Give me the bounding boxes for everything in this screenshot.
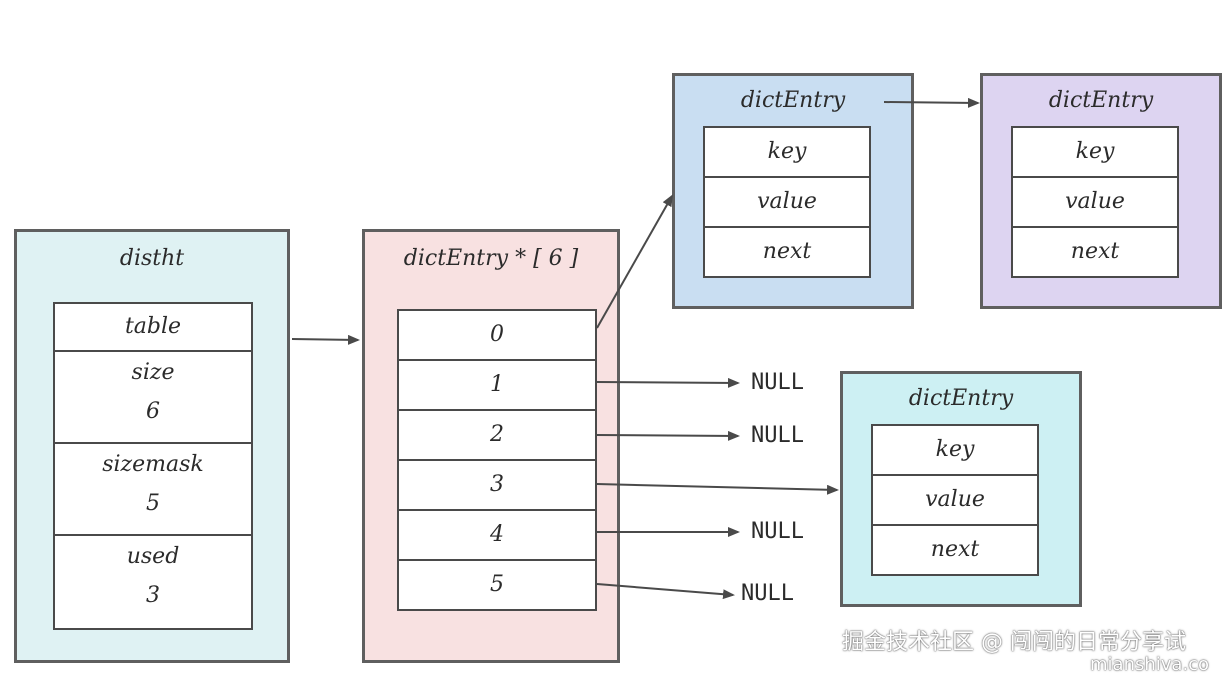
used-value: 3 (146, 583, 160, 608)
entry-b-key-field: key (1011, 126, 1179, 178)
arrow-slot2-to-null (596, 430, 740, 441)
dict-entry-a-title: dictEntry (740, 88, 846, 113)
dictht-box: distht table size 6 sizemask 5 used 3 (14, 229, 290, 663)
arrow-slot0-to-entry-a (596, 194, 673, 329)
table-label: table (124, 314, 182, 339)
dictht-size-field: size 6 (53, 350, 253, 444)
next-label: next (1070, 239, 1120, 264)
arrow-table-to-array (291, 334, 360, 345)
table-array-box: dictEntry * [ 6 ] 0 1 2 3 4 5 (362, 229, 620, 663)
slot-3: 3 (397, 459, 597, 511)
entry-c-next-field: next (871, 524, 1039, 576)
arrow-slot5-to-null (596, 583, 735, 600)
null-label-slot-2: NULL (751, 423, 804, 448)
watermark-line1: 掘金技术社区 @ 闯闯的日常分享试 (842, 630, 1186, 655)
dict-entry-b-title: dictEntry (1048, 88, 1154, 113)
entry-b-value-field: value (1011, 176, 1179, 228)
dict-entry-a-box: dictEntry key value next (672, 73, 914, 309)
size-value: 6 (146, 399, 160, 424)
entry-a-next-field: next (703, 226, 871, 278)
slot-label: 5 (490, 572, 504, 597)
arrow-slot3-to-entry-c (596, 483, 839, 495)
key-label: key (1075, 139, 1115, 164)
null-label-slot-5: NULL (741, 581, 794, 606)
entry-c-key-field: key (871, 424, 1039, 476)
arrow-entry-a-to-entry-b (883, 97, 980, 108)
slot-label: 4 (490, 522, 504, 547)
dict-entry-b-box: dictEntry key value next (980, 73, 1222, 309)
slot-label: 0 (490, 322, 504, 347)
arrow-slot1-to-null (596, 377, 740, 388)
entry-b-next-field: next (1011, 226, 1179, 278)
next-label: next (930, 537, 980, 562)
value-label: value (757, 189, 817, 214)
slot-1: 1 (397, 359, 597, 411)
null-label-slot-1: NULL (751, 370, 804, 395)
dict-entry-c-title: dictEntry (908, 386, 1014, 411)
null-label-slot-4: NULL (751, 519, 804, 544)
slot-0: 0 (397, 309, 597, 361)
sizemask-value: 5 (146, 491, 160, 516)
next-label: next (762, 239, 812, 264)
key-label: key (767, 139, 807, 164)
slot-label: 1 (490, 372, 504, 397)
sizemask-label: sizemask (102, 452, 204, 477)
slot-5: 5 (397, 559, 597, 611)
dictht-used-field: used 3 (53, 534, 253, 630)
value-label: value (925, 487, 985, 512)
table-array-title: dictEntry * [ 6 ] (403, 246, 579, 271)
dictht-sizemask-field: sizemask 5 (53, 442, 253, 536)
slot-label: 3 (490, 472, 504, 497)
used-label: used (126, 544, 180, 569)
entry-a-value-field: value (703, 176, 871, 228)
watermark-line2: mianshiva.co (1090, 654, 1210, 675)
slot-label: 2 (490, 422, 504, 447)
dictht-title: distht (119, 246, 185, 271)
key-label: key (935, 437, 975, 462)
size-label: size (131, 360, 175, 385)
value-label: value (1065, 189, 1125, 214)
dict-entry-c-box: dictEntry key value next (840, 371, 1082, 607)
